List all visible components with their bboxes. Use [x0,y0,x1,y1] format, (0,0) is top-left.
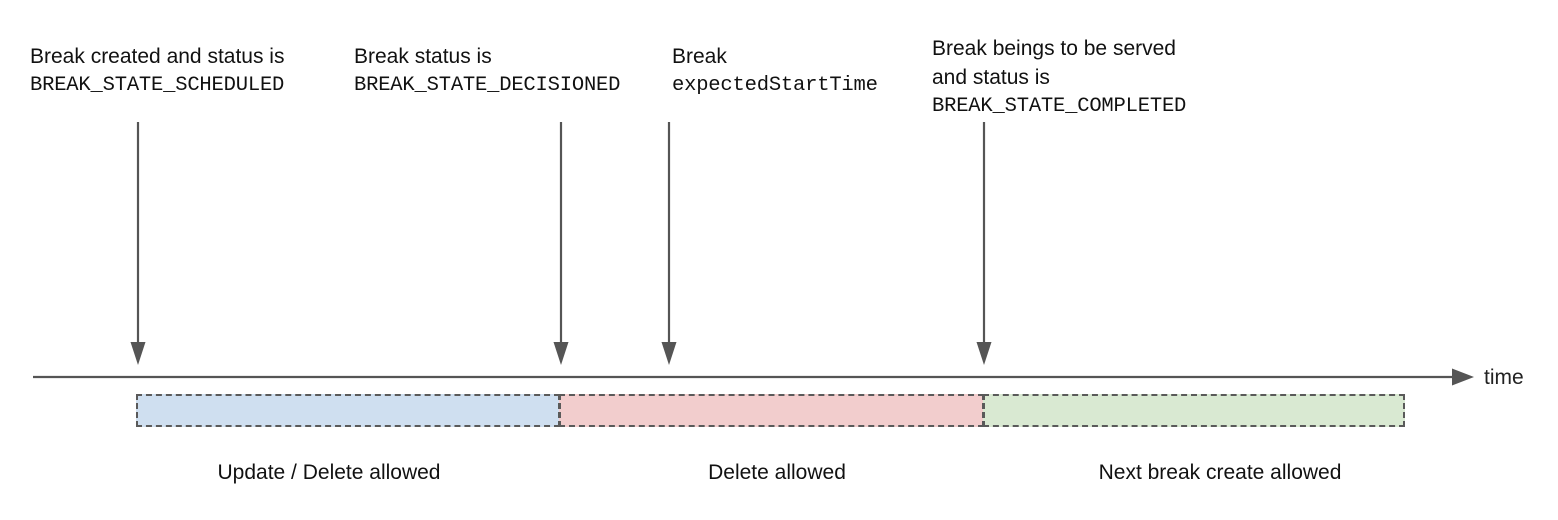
annotation-scheduled-line-2: BREAK_STATE_SCHEDULED [30,74,285,97]
annotation-scheduled: Break created and status is BREAK_STATE_… [30,42,284,100]
marker-arrow-scheduled [130,122,146,365]
annotation-completed-line-2: and status is [932,66,1050,89]
phase-caption-next-break-create: Next break create allowed [1098,461,1342,484]
marker-arrow-expected-start-time [661,122,677,365]
phase-bar-next-break-create [983,394,1405,427]
annotation-expected-start-time-line-1: Break [672,45,727,68]
phase-bar-delete-only [559,394,984,427]
annotation-scheduled-line-1: Break created and status is [30,45,285,68]
marker-arrow-decisioned [553,122,569,365]
phase-caption-delete-only: Delete allowed [708,461,846,484]
annotation-decisioned-line-1: Break status is [354,45,492,68]
phase-caption-update-delete: Update / Delete allowed [217,461,441,484]
annotation-decisioned: Break status is BREAK_STATE_DECISIONED [354,42,620,100]
annotation-completed: Break beings to be served and status is … [932,34,1186,121]
annotation-completed-line-1: Break beings to be served [932,37,1176,60]
time-axis-label: time [1484,366,1524,389]
annotation-expected-start-time: Break expectedStartTime [672,42,878,100]
marker-arrow-completed [976,122,992,365]
annotation-decisioned-line-2: BREAK_STATE_DECISIONED [354,74,621,97]
annotation-completed-line-3: BREAK_STATE_COMPLETED [932,95,1187,118]
annotation-expected-start-time-line-2: expectedStartTime [672,74,878,97]
phase-bar-update-delete [136,394,560,427]
